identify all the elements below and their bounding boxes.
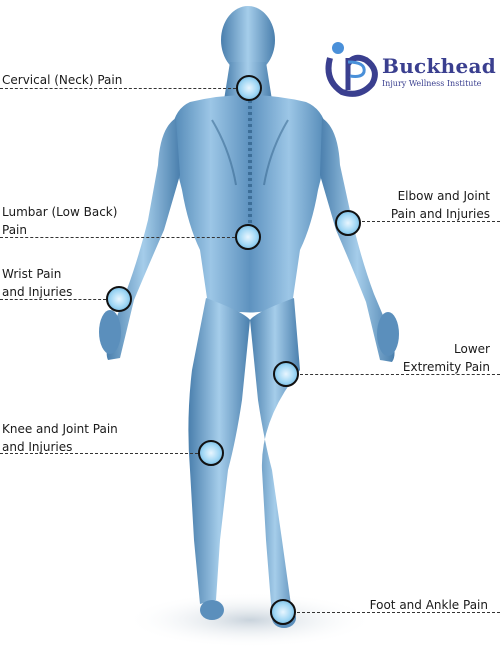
lower-extremity-marker[interactable] [273, 361, 299, 387]
lumbar-label: Lumbar (Low Back) Pain [2, 203, 117, 239]
lower-extremity-label: Lower Extremity Pain [403, 340, 490, 376]
head [221, 6, 275, 74]
right-arm [320, 118, 395, 362]
elbow-label: Elbow and Joint Pain and Injuries [391, 187, 490, 223]
elbow-marker[interactable] [335, 210, 361, 236]
foot-ankle-label-line-1: Foot and Ankle Pain [369, 598, 488, 612]
logo-subtitle: Injury Wellness Institute [382, 79, 482, 88]
buckhead-logo: Buckhead Injury Wellness Institute [320, 40, 496, 98]
lower-extremity-label-line-1: Lower [454, 342, 490, 356]
foot-ankle-label: Foot and Ankle Pain [370, 596, 488, 614]
lumbar-leader-line [0, 237, 235, 238]
cervical-label-line-1: Cervical (Neck) Pain [2, 73, 123, 87]
logo-mark-icon [325, 42, 378, 97]
foot-ankle-leader-line [297, 612, 500, 613]
lower-extremity-leader-line [300, 374, 500, 375]
elbow-label-line-1: Elbow and Joint [397, 189, 490, 203]
shoulder-blades [211, 119, 289, 186]
knee-marker[interactable] [198, 440, 224, 466]
right-leg [250, 298, 300, 616]
cervical-marker[interactable] [236, 75, 262, 101]
lumbar-marker[interactable] [235, 224, 261, 250]
elbow-leader-line [362, 221, 500, 222]
knee-label-line-2: and Injuries [2, 440, 73, 454]
elbow-label-line-2: Pain and Injuries [390, 207, 490, 221]
left-hand [99, 310, 121, 354]
lower-extremity-label-line-2: Extremity Pain [402, 360, 490, 374]
wrist-label-line-1: Wrist Pain [2, 267, 62, 281]
right-hand [377, 312, 399, 356]
knee-label-line-1: Knee and Joint Pain [2, 422, 118, 436]
knee-leader-line [0, 453, 198, 454]
logo-name: Buckhead [382, 54, 497, 78]
left-foot [200, 600, 224, 620]
cervical-label: Cervical (Neck) Pain [2, 71, 122, 89]
cervical-leader-line [0, 88, 236, 89]
wrist-marker[interactable] [106, 286, 132, 312]
wrist-label: Wrist Pain and Injuries [2, 265, 72, 301]
lumbar-label-line-2: Pain [2, 223, 27, 237]
floor-shadow [125, 592, 375, 648]
lumbar-label-line-1: Lumbar (Low Back) [2, 205, 118, 219]
wrist-leader-line [0, 299, 106, 300]
knee-label: Knee and Joint Pain and Injuries [2, 420, 118, 456]
wrist-label-line-2: and Injuries [2, 285, 73, 299]
foot-ankle-marker[interactable] [270, 599, 296, 625]
